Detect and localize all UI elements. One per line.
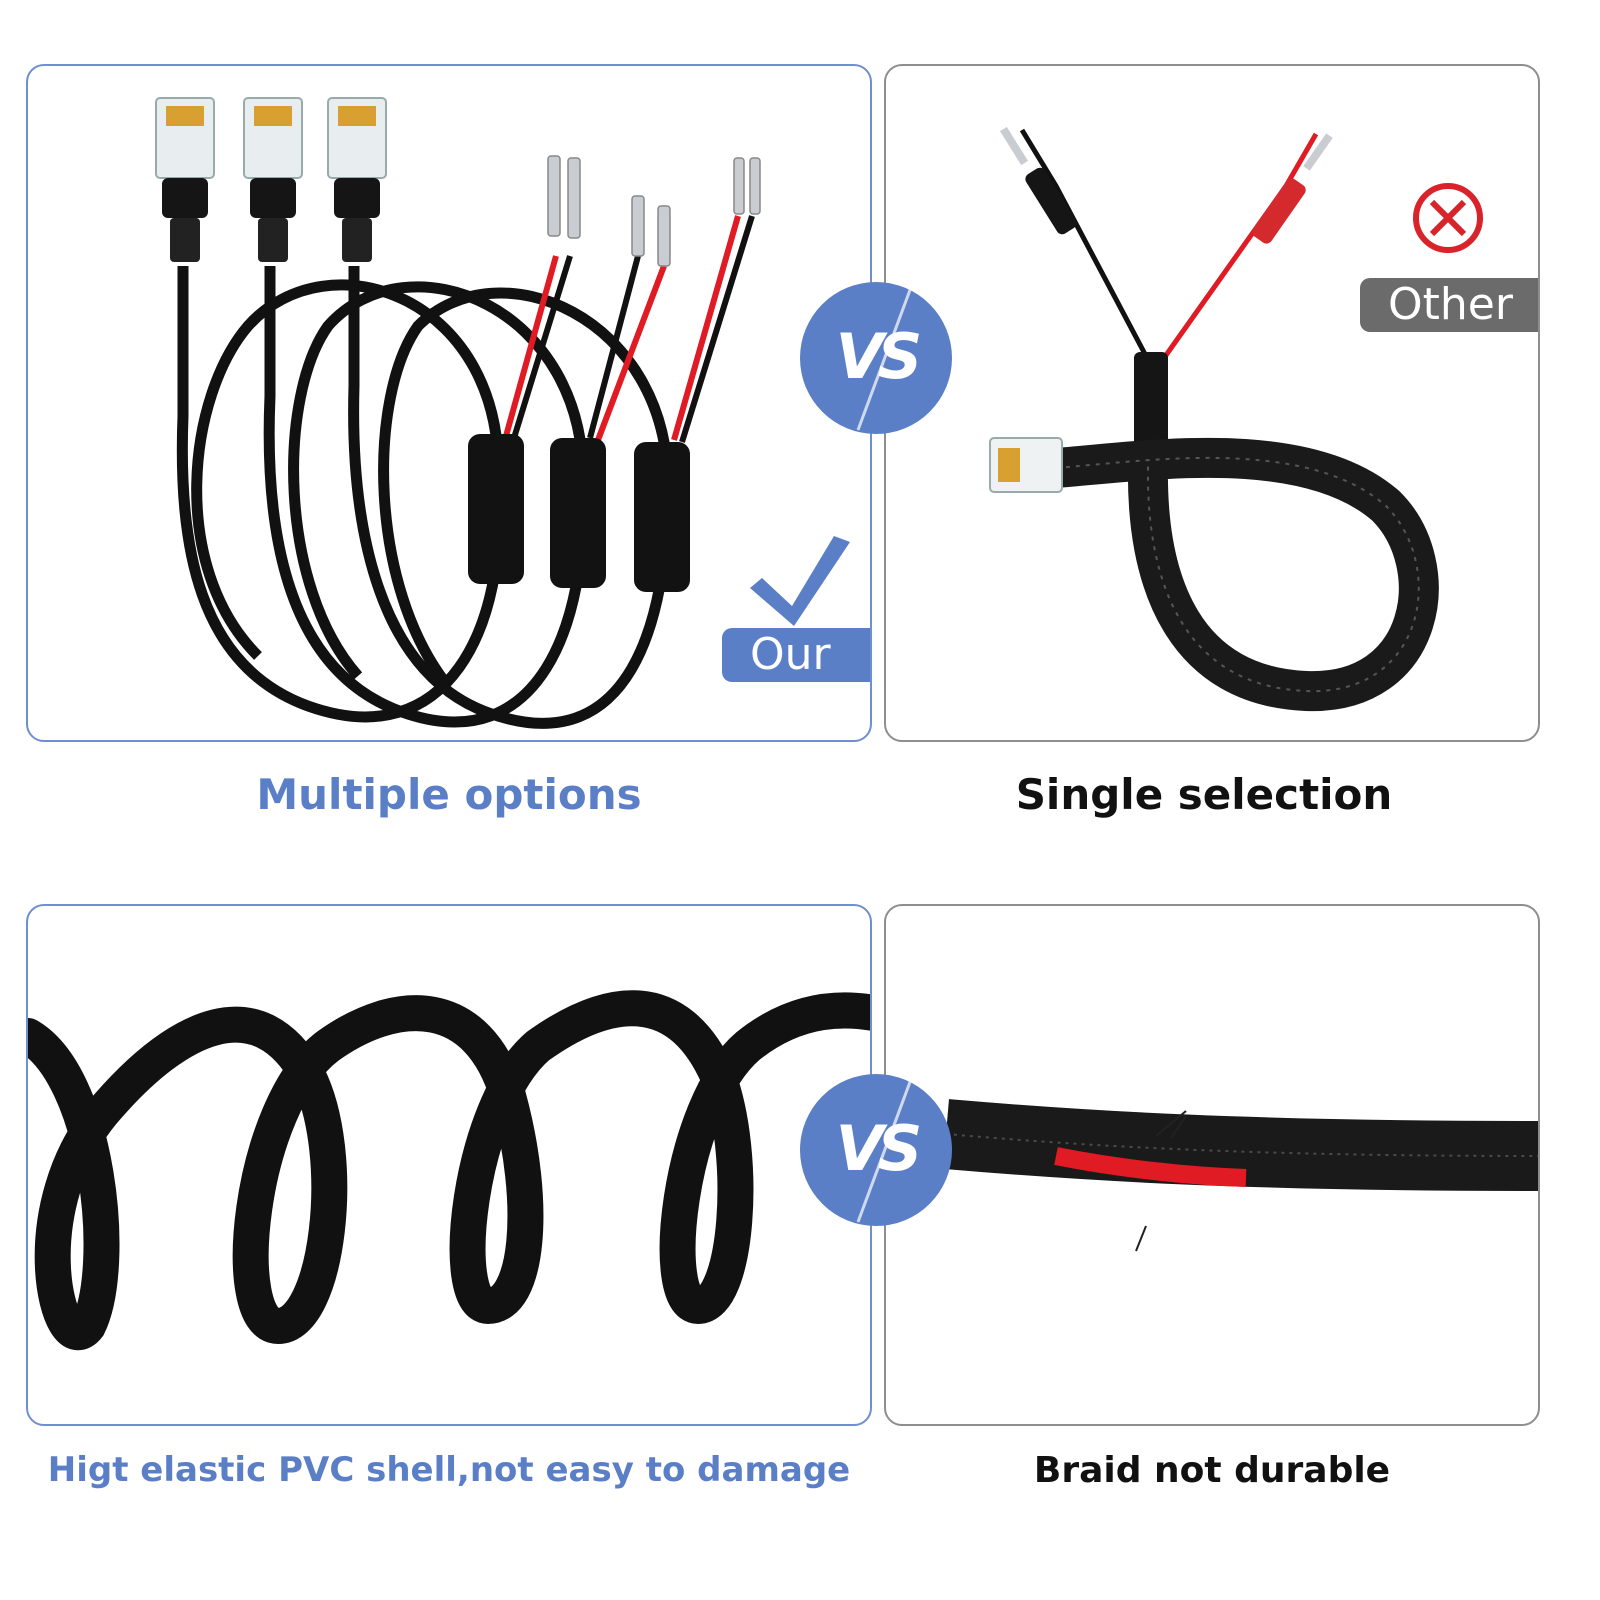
coiled-cable-illustration	[28, 990, 870, 1350]
frayed-braid-illustration	[943, 1099, 1538, 1252]
check-icon	[750, 536, 850, 626]
ours-caption: Multiple options	[256, 770, 642, 819]
other-product-panel: Other	[884, 64, 1540, 742]
vs-badge: VS	[800, 1074, 952, 1226]
cross-circle-icon	[1413, 183, 1483, 253]
other-badge: Other	[1360, 278, 1538, 332]
ours-badge: Our	[722, 628, 870, 682]
cable-set-illustration	[155, 97, 850, 729]
rj-connectors	[155, 97, 387, 262]
other-material-panel	[884, 904, 1540, 1426]
ours-product-panel: Our	[26, 64, 872, 742]
braided-cable-illustration	[989, 126, 1483, 712]
vs-badge: VS	[800, 282, 952, 434]
other-caption: Single selection	[1015, 770, 1393, 819]
ours-material-panel	[26, 904, 872, 1426]
ours-material-caption: Higt elastic PVC shell,not easy to damag…	[47, 1450, 851, 1490]
other-material-caption: Braid not durable	[1033, 1450, 1391, 1491]
